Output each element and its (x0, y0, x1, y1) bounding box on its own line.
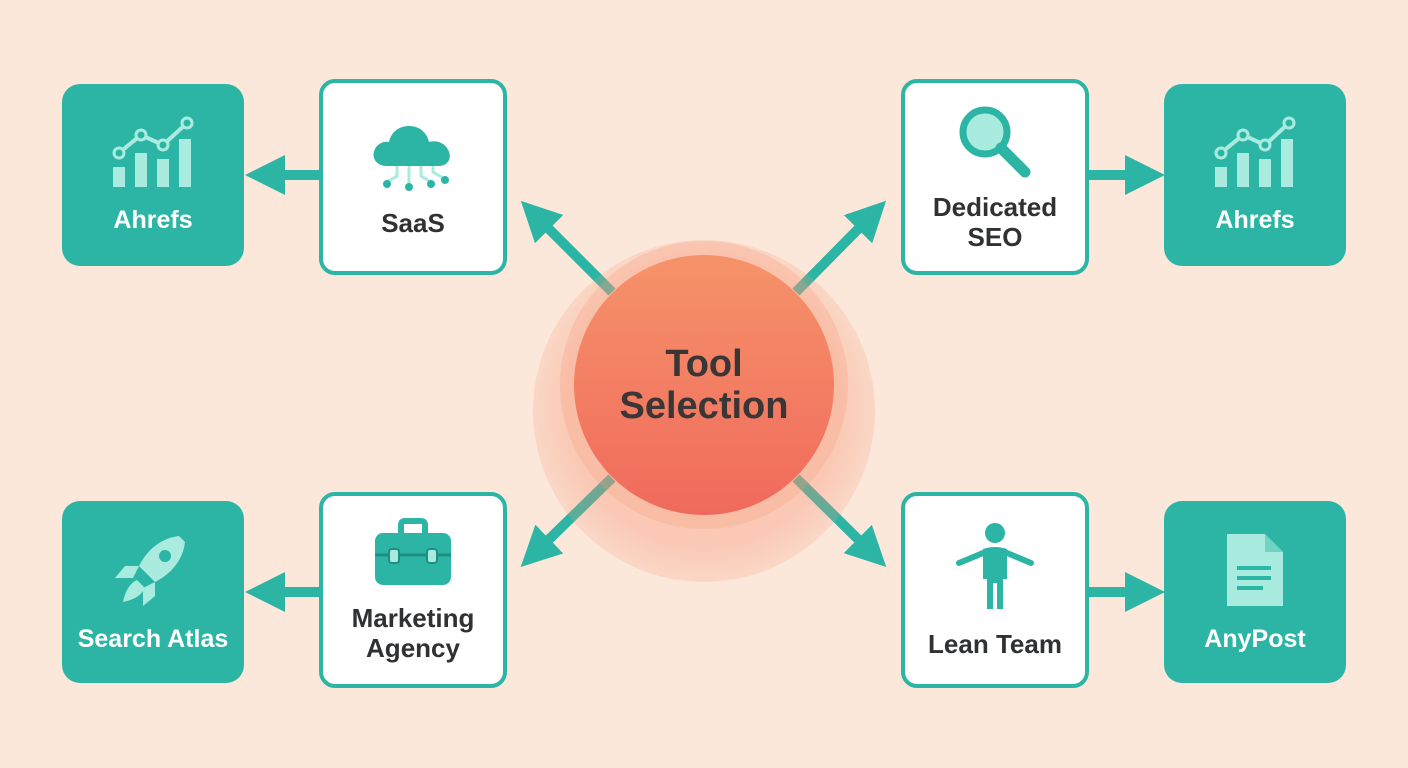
growth-chart-icon (109, 115, 197, 191)
category-seo-label-line2: SEO (967, 222, 1023, 252)
category-lean-team: Lean Team (901, 492, 1089, 688)
rocket-icon (111, 530, 195, 610)
tool-anypost: AnyPost (1164, 501, 1346, 683)
tool-label: AnyPost (1204, 625, 1306, 653)
tool-ahrefs-top-left: Ahrefs (62, 84, 244, 266)
cloud-network-icon (365, 116, 461, 196)
person-icon (953, 521, 1037, 613)
center-label: Tool Selection (594, 343, 814, 427)
tool-label: Search Atlas (77, 625, 229, 653)
tool-label: Ahrefs (113, 206, 193, 234)
category-agency-label-line1: Marketing (351, 603, 475, 633)
tool-label: Ahrefs (1215, 206, 1295, 234)
category-marketing-agency: Marketing Agency (319, 492, 507, 688)
category-agency-label: Marketing Agency (352, 603, 475, 663)
arrow-center-to-seo (792, 200, 887, 296)
center-label-line2: Selection (619, 385, 789, 427)
briefcase-icon (371, 517, 455, 591)
tool-ahrefs-top-right: Ahrefs (1164, 84, 1346, 266)
category-agency-label-line2: Agency (366, 633, 460, 663)
category-saas-label: SaaS (381, 208, 445, 238)
category-saas: SaaS (319, 79, 507, 275)
category-seo-label: Dedicated SEO (933, 192, 1057, 252)
arrow-center-to-agency (520, 474, 616, 567)
category-seo-label-line1: Dedicated (932, 192, 1058, 222)
arrow-center-to-lean (792, 474, 887, 568)
center-label-line1: Tool (665, 343, 743, 385)
document-icon (1223, 530, 1287, 610)
tool-search-atlas: Search Atlas (62, 501, 244, 683)
arrow-center-to-saas (520, 200, 616, 296)
center-node-tool-selection: Tool Selection (574, 255, 834, 515)
category-lean-label: Lean Team (928, 629, 1062, 659)
category-dedicated-seo: Dedicated SEO (901, 79, 1089, 275)
magnifier-icon (953, 102, 1037, 182)
growth-chart-icon (1211, 115, 1299, 191)
